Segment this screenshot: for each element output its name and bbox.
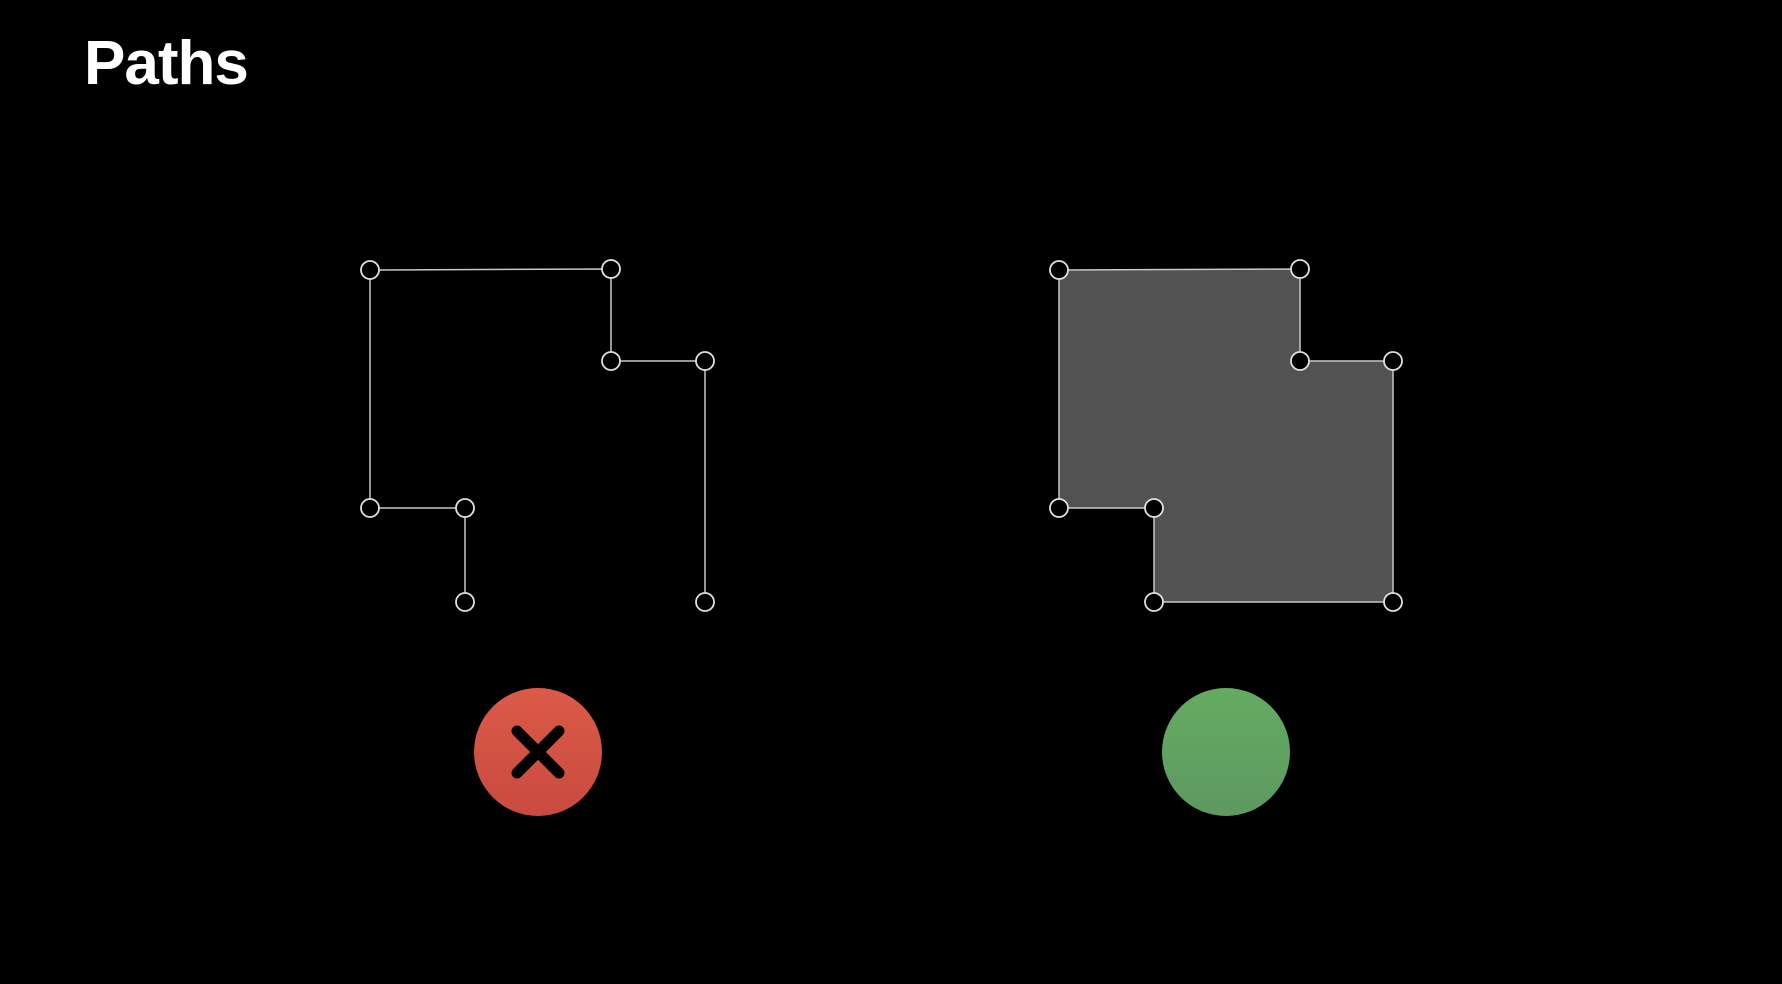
open-path-segment-top: [369, 268, 706, 602]
open-path: [360, 259, 715, 612]
slide-title: Paths: [84, 29, 249, 98]
closed-path-vertices: [1049, 259, 1403, 612]
closed-path-shape: [1058, 268, 1394, 603]
error-badge: [474, 688, 602, 816]
green-circle-icon: [1162, 688, 1290, 816]
open-path-segment-left: [369, 270, 466, 602]
closed-path: [1049, 259, 1403, 612]
x-mark-icon: [511, 725, 565, 779]
success-badge: [1162, 688, 1290, 816]
open-path-vertices: [360, 259, 715, 612]
